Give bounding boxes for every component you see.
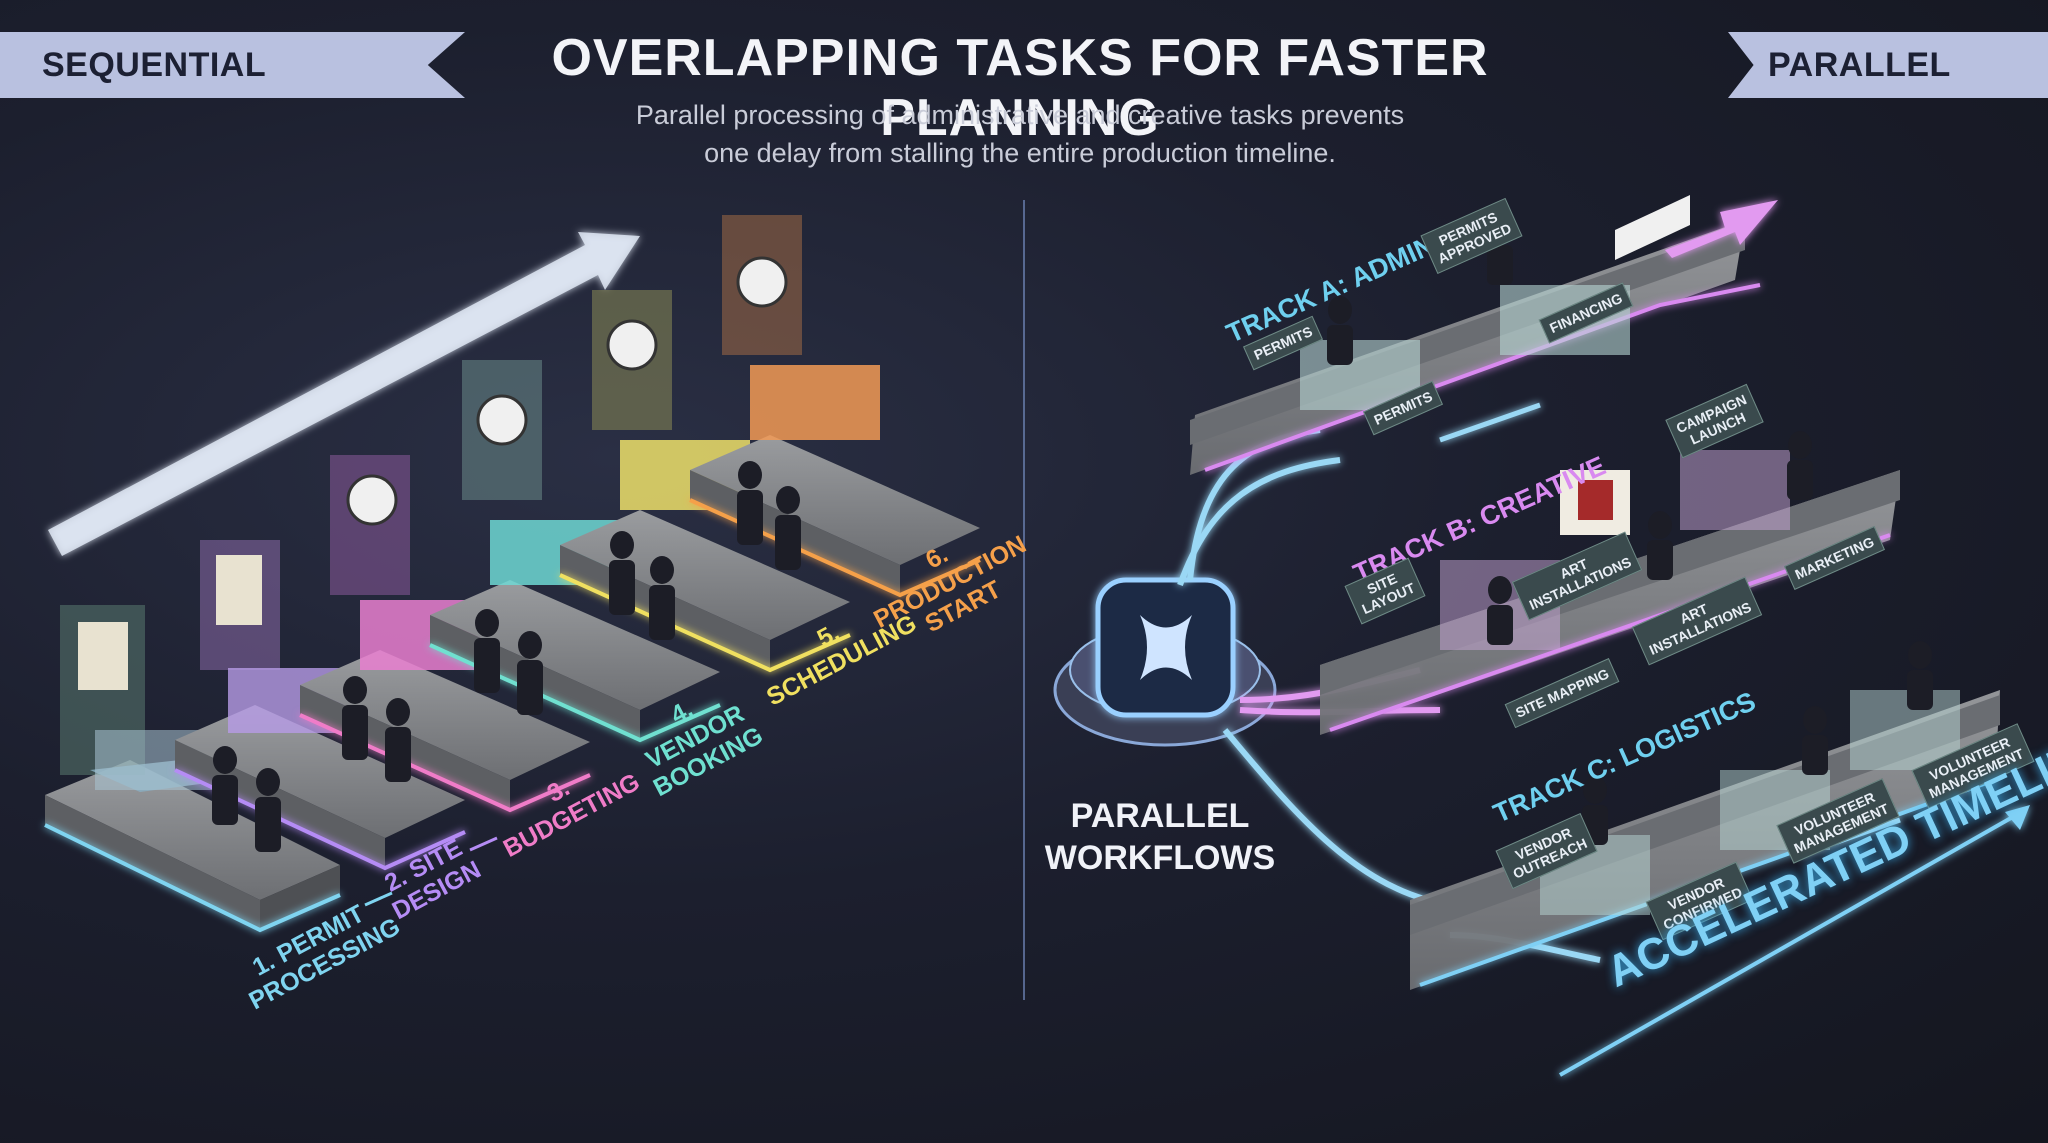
step-connector-arrows (364, 836, 498, 907)
hub-logo-icon (1140, 615, 1192, 680)
page-title: OVERLAPPING TASKS FOR FASTER PLANNING (551, 29, 1489, 147)
parallel-banner: PARALLEL (LEAN) (1728, 32, 2048, 98)
page-subtitle: Parallel processing of administrative an… (560, 96, 1480, 172)
sequential-steps (44, 215, 981, 933)
people-silhouettes (212, 216, 1933, 852)
parallel-hub (1053, 577, 1277, 747)
accelerated-timeline-arrow (1559, 805, 2030, 1077)
sequential-banner: SEQUENTIAL (TRADITIONAL) (0, 32, 465, 98)
step-1-platform (44, 605, 341, 933)
hub-label: PARALLEL WORKFLOWS (1044, 797, 1276, 877)
subtitle-line-2: one delay from stalling the entire produ… (704, 138, 1336, 168)
step-6-platform (689, 215, 981, 598)
parallel-exit-arrow (1665, 200, 1778, 258)
sequential-progress-arrow (48, 232, 640, 556)
subtitle-line-1: Parallel processing of administrative an… (635, 100, 1405, 130)
